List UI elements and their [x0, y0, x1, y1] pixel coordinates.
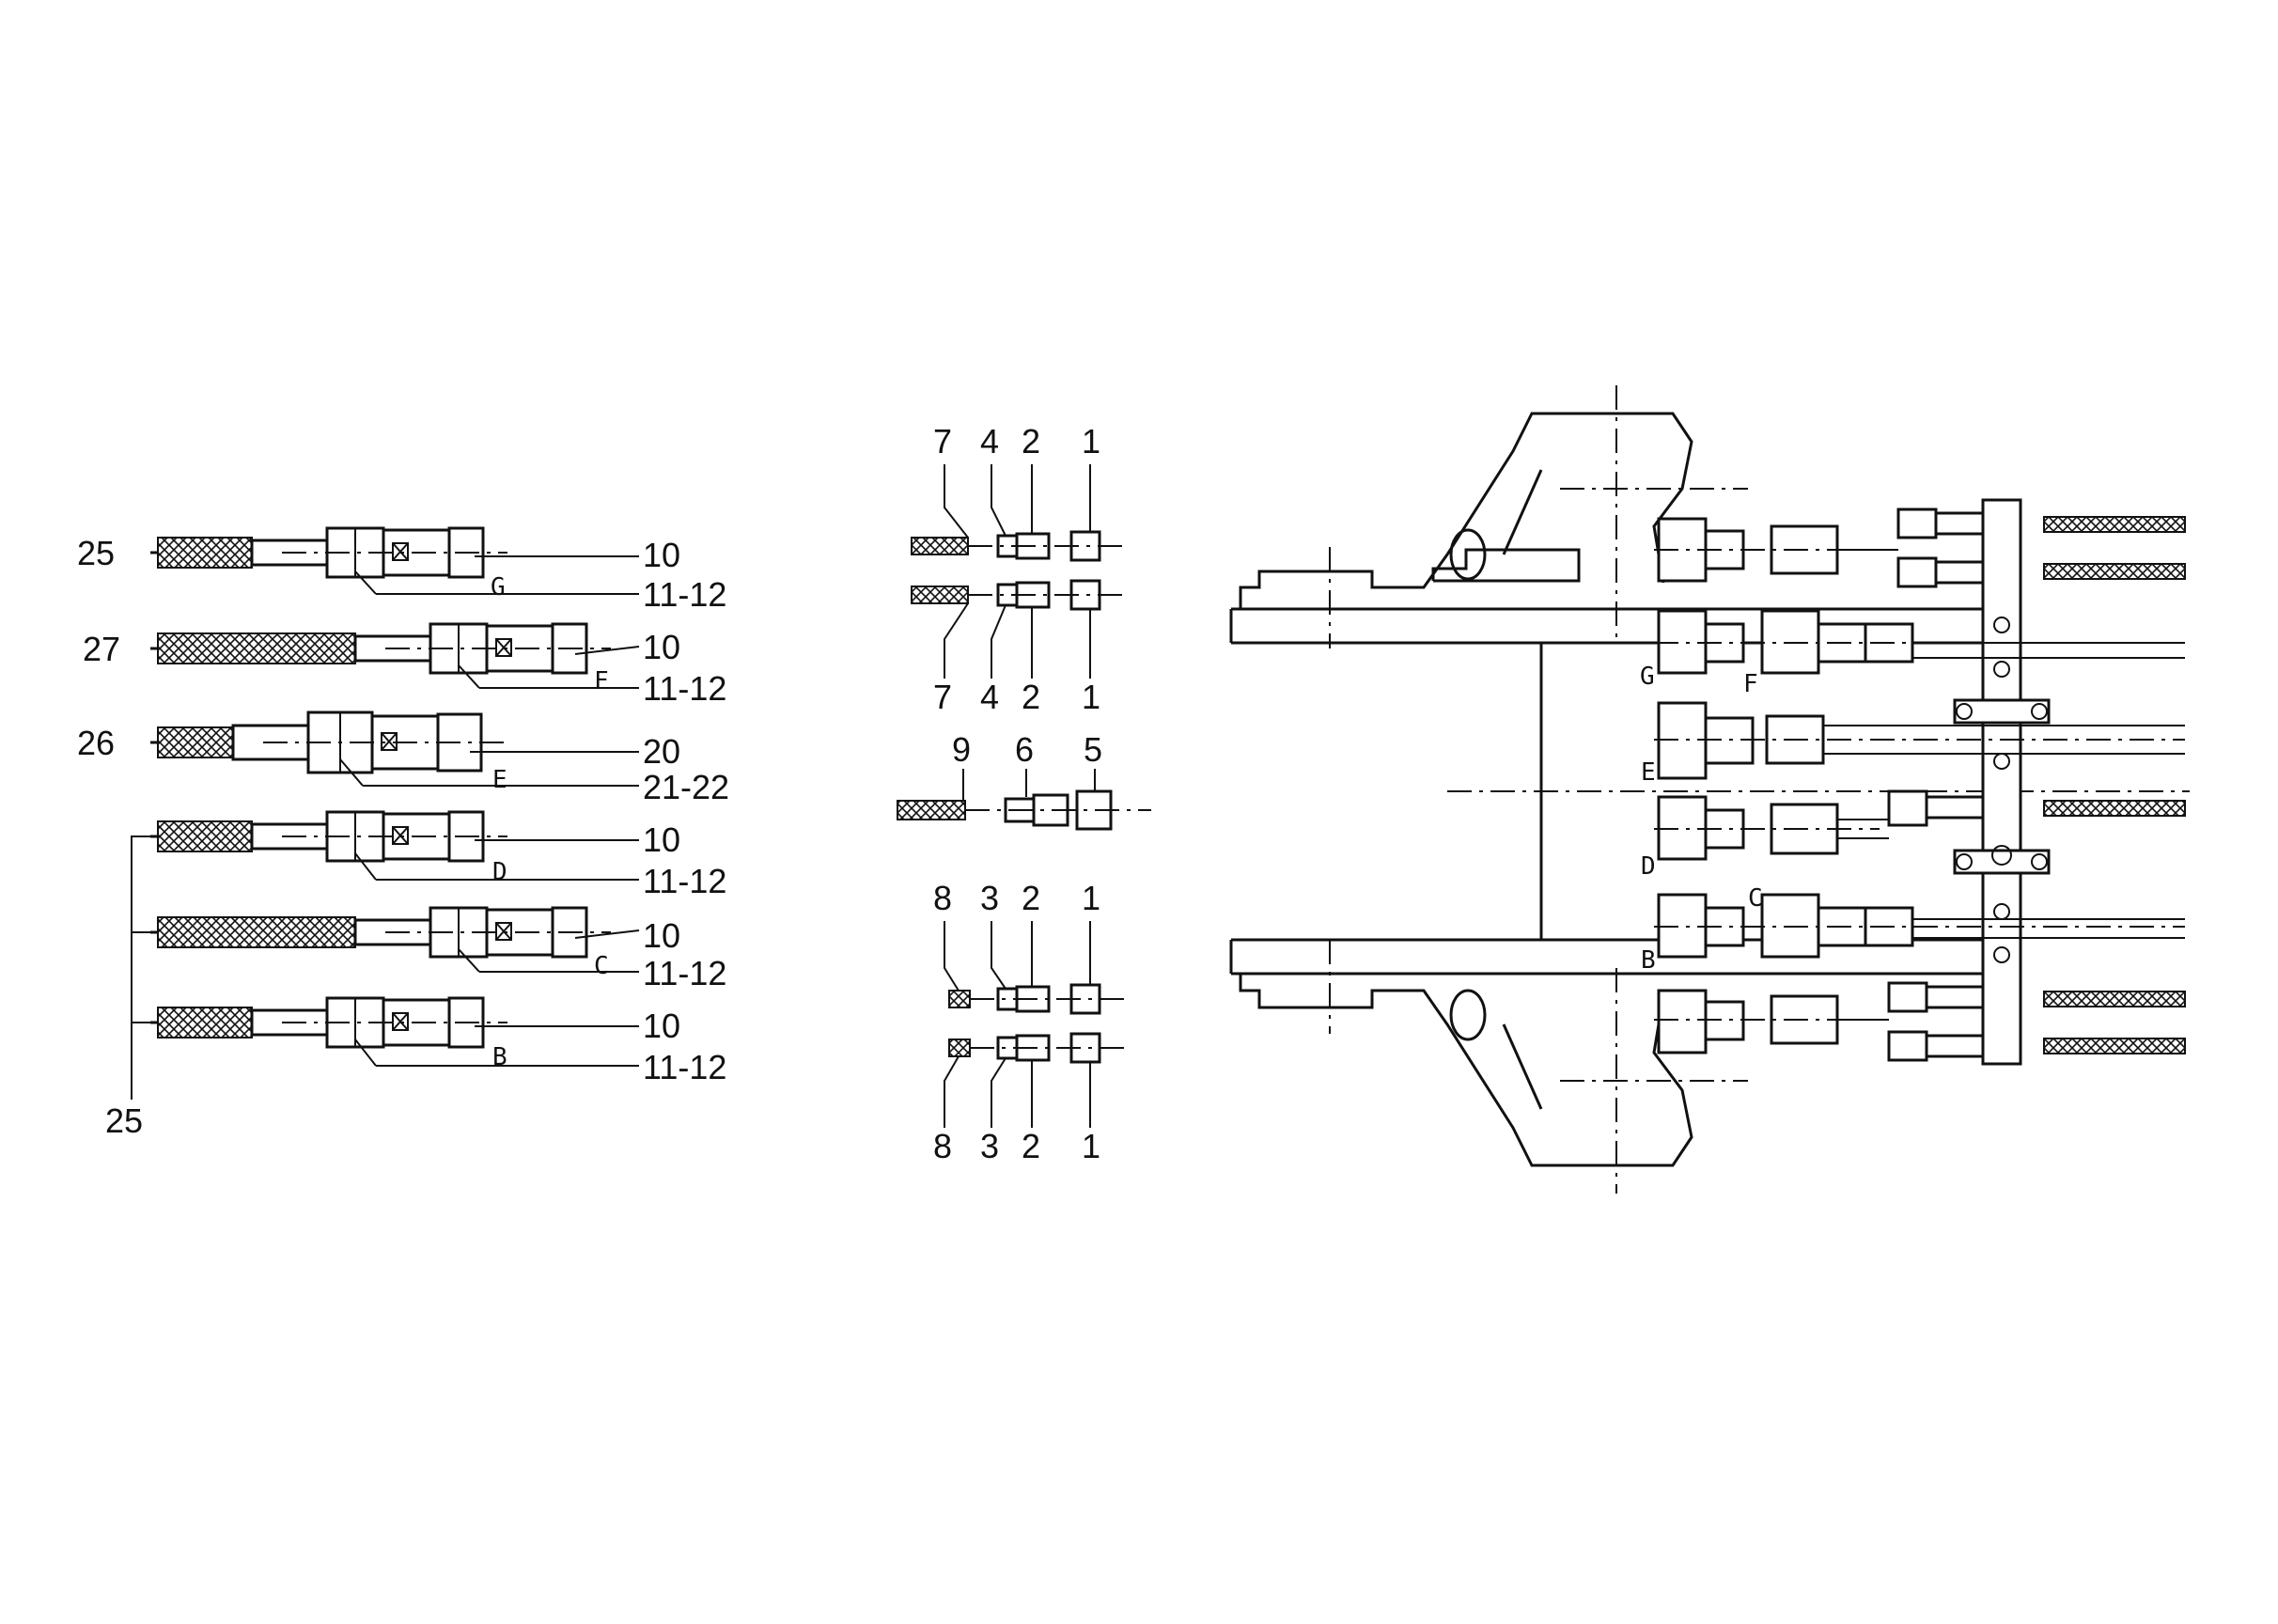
- fitting-pair-top: 7 4 2 1 7 4 2 1: [911, 422, 1128, 716]
- fitting-row-e: [1654, 701, 2185, 780]
- hose-assembly-c: [150, 906, 640, 973]
- left-hose-group: 25 27 26 25 10 11-12 10 11-12 20 21-22 1…: [77, 526, 729, 1140]
- letter-c: C: [594, 952, 609, 980]
- label-2: 2: [1022, 678, 1040, 716]
- hose-assembly-d: [150, 810, 639, 881]
- label-2: 2: [1022, 1127, 1040, 1165]
- label-26: 26: [77, 724, 115, 762]
- label-7: 7: [933, 422, 952, 461]
- label-2: 2: [1022, 422, 1040, 461]
- label-25: 25: [77, 534, 115, 572]
- label-2: 2: [1022, 879, 1040, 917]
- letter-d: D: [1641, 852, 1656, 881]
- label-10: 10: [643, 1007, 680, 1045]
- label-6: 6: [1015, 730, 1034, 769]
- letter-f: F: [1743, 670, 1758, 698]
- letter-g: G: [491, 573, 506, 601]
- letter-d: D: [492, 858, 507, 886]
- label-9: 9: [952, 730, 971, 769]
- label-1: 1: [1082, 422, 1100, 461]
- letter-b: B: [1641, 946, 1656, 975]
- hose-assembly-g: [150, 526, 639, 595]
- label-20: 20: [643, 732, 680, 771]
- bracket-line: [131, 835, 158, 1100]
- label-11-12: 11-12: [643, 1048, 726, 1086]
- hose-assembly-b: [150, 996, 639, 1067]
- label-10: 10: [643, 536, 680, 574]
- letter-b: B: [492, 1043, 507, 1071]
- label-3: 3: [980, 1127, 999, 1165]
- label-10: 10: [643, 628, 680, 666]
- fitting-row-top: [1654, 508, 1985, 588]
- label-8: 8: [933, 1127, 952, 1165]
- fitting-single: 9 6 5: [897, 730, 1151, 831]
- letter-g: G: [1640, 663, 1655, 691]
- label-27: 27: [83, 630, 120, 668]
- label-25-bracket: 25: [105, 1101, 143, 1140]
- fitting-row-cb: [1654, 893, 2185, 959]
- mounting-frame: [1229, 385, 2190, 1194]
- letter-f: F: [594, 667, 609, 695]
- label-3: 3: [980, 879, 999, 917]
- hose-assembly-e: [150, 710, 639, 787]
- fitting-row-gf: [1654, 609, 2185, 675]
- label-1: 1: [1082, 1127, 1100, 1165]
- label-4: 4: [980, 678, 999, 716]
- label-11-12: 11-12: [643, 954, 726, 992]
- label-1: 1: [1082, 879, 1100, 917]
- label-21-22: 21-22: [643, 768, 729, 806]
- letter-e: E: [492, 766, 507, 794]
- label-5: 5: [1084, 730, 1102, 769]
- fitting-row-bottom: [1654, 981, 1985, 1062]
- braided-hose-bundle: [2043, 516, 2186, 1054]
- hose-assembly-f: [150, 622, 640, 689]
- label-10: 10: [643, 916, 680, 955]
- label-8: 8: [933, 879, 952, 917]
- right-assembly-view: G F E D C B: [1229, 385, 2190, 1194]
- letter-c: C: [1748, 884, 1763, 913]
- label-10: 10: [643, 820, 680, 859]
- label-11-12: 11-12: [643, 862, 726, 900]
- label-11-12: 11-12: [643, 669, 726, 708]
- label-1: 1: [1082, 678, 1100, 716]
- fitting-pair-bottom: 8 3 2 1 8 3 2 1: [933, 879, 1128, 1165]
- letter-e: E: [1641, 758, 1656, 787]
- label-7: 7: [933, 678, 952, 716]
- label-11-12: 11-12: [643, 575, 726, 614]
- label-4: 4: [980, 422, 999, 461]
- clamp-bar: [1953, 498, 2051, 1066]
- fitting-row-d: [1654, 789, 1985, 861]
- middle-fitting-group: 7 4 2 1 7 4 2 1 9 6 5: [897, 422, 1151, 1165]
